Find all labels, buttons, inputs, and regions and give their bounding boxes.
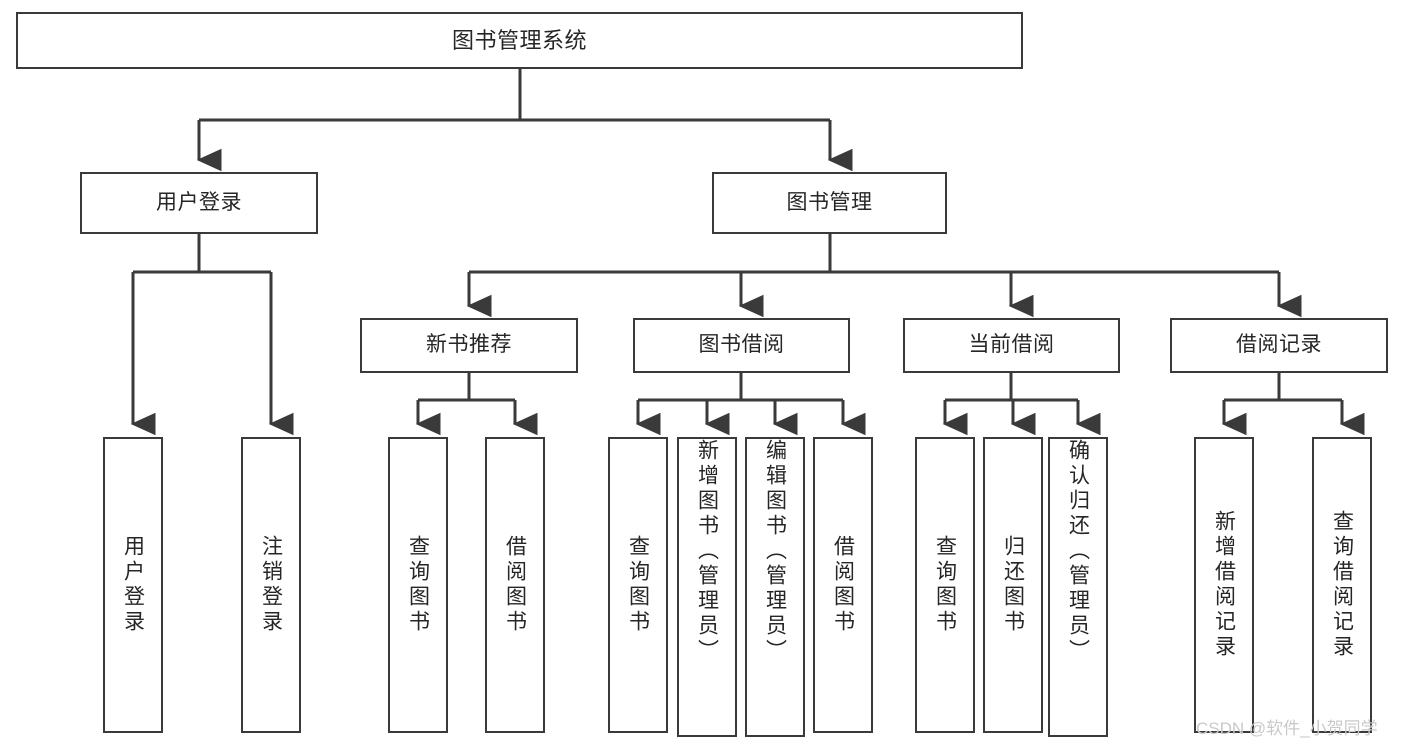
leaf-edit-book-admin[interactable]: 编辑图书（管理员）	[745, 437, 805, 737]
node-label: 新书推荐	[426, 333, 512, 357]
node-label: 用户登录	[156, 190, 242, 214]
leaf-borrow-book-borrow[interactable]: 借阅图书	[813, 437, 873, 733]
node-label: 新增图书（管理员）	[695, 439, 719, 664]
node-new-book-recommend[interactable]: 新书推荐	[360, 318, 578, 373]
node-book-borrow[interactable]: 图书借阅	[633, 318, 850, 373]
node-label: 图书借阅	[698, 333, 785, 357]
node-label: 归还图书	[1001, 535, 1025, 635]
leaf-confirm-return-admin[interactable]: 确认归还（管理员）	[1048, 437, 1108, 737]
leaf-borrow-book-recommend[interactable]: 借阅图书	[485, 437, 545, 733]
node-label: 注销登录	[259, 535, 283, 635]
node-label: 借阅记录	[1236, 333, 1322, 357]
leaf-query-book-recommend[interactable]: 查询图书	[388, 437, 448, 733]
node-label: 查询图书	[626, 535, 650, 635]
leaf-return-book[interactable]: 归还图书	[983, 437, 1043, 733]
csdn-watermark: CSDN @软件_小贺同学	[1196, 719, 1378, 738]
node-label: 用户登录	[121, 535, 145, 635]
node-book-management[interactable]: 图书管理	[712, 172, 947, 234]
node-root-system[interactable]: 图书管理系统	[16, 12, 1023, 69]
node-label: 借阅图书	[831, 535, 855, 635]
node-label: 图书管理	[786, 190, 873, 214]
leaf-add-book-admin[interactable]: 新增图书（管理员）	[677, 437, 737, 737]
leaf-logout-login[interactable]: 注销登录	[241, 437, 301, 733]
node-user-login[interactable]: 用户登录	[80, 172, 318, 234]
node-label: 图书管理系统	[451, 27, 587, 53]
node-label: 查询借阅记录	[1330, 510, 1354, 660]
leaf-query-book-current[interactable]: 查询图书	[915, 437, 975, 733]
node-label: 查询图书	[406, 535, 430, 635]
leaf-user-login[interactable]: 用户登录	[103, 437, 163, 733]
node-label: 确认归还（管理员）	[1066, 439, 1090, 664]
node-label: 借阅图书	[503, 535, 527, 635]
leaf-query-borrow-record[interactable]: 查询借阅记录	[1312, 437, 1372, 733]
node-label: 当前借阅	[968, 333, 1055, 357]
leaf-query-book-borrow[interactable]: 查询图书	[608, 437, 668, 733]
node-label: 新增借阅记录	[1212, 510, 1236, 660]
node-current-borrow[interactable]: 当前借阅	[903, 318, 1120, 373]
node-borrow-record[interactable]: 借阅记录	[1170, 318, 1388, 373]
node-label: 查询图书	[933, 535, 957, 635]
leaf-add-borrow-record[interactable]: 新增借阅记录	[1194, 437, 1254, 733]
node-label: 编辑图书（管理员）	[763, 439, 787, 664]
